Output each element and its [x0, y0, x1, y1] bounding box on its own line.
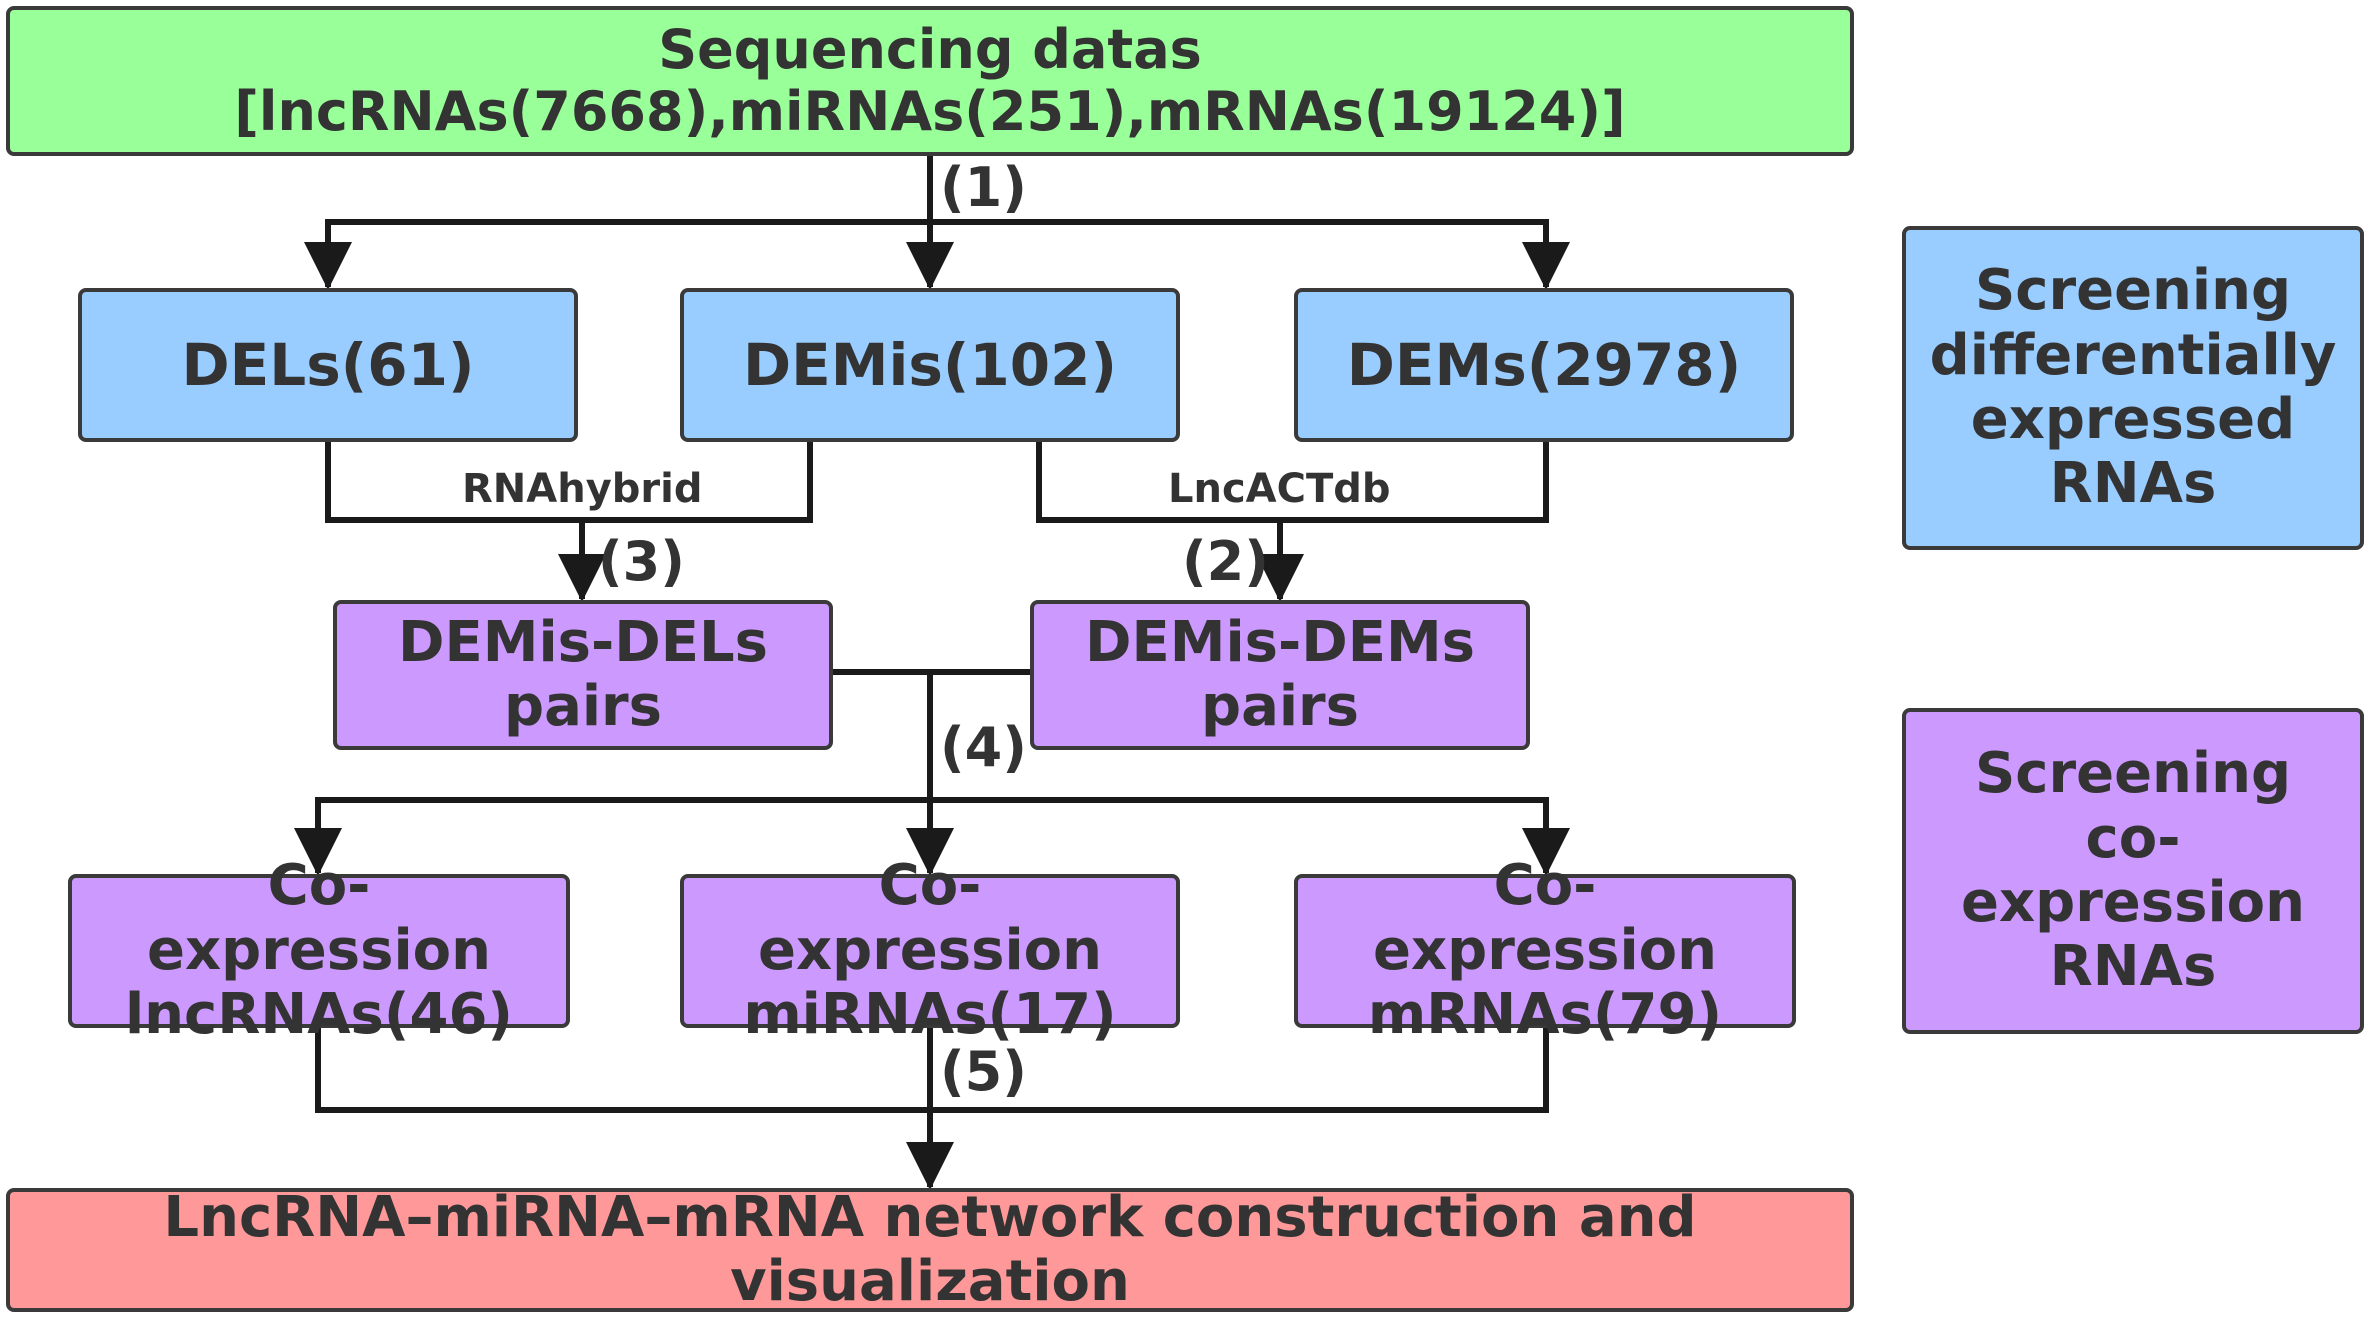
step-5-label: (5)	[940, 1040, 1027, 1103]
coexp-mirnas-box: Co-expression miRNAs(17)	[680, 854, 1180, 1047]
step-4-label: (4)	[940, 716, 1027, 779]
network-construction-text: LncRNA–miRNA–mRNA network construction a…	[163, 1184, 1697, 1314]
coexp-mirnas-text: Co-expression miRNAs(17)	[743, 853, 1117, 1048]
demis-box: DEMis(102)	[680, 288, 1180, 442]
demis-text: DEMis(102)	[743, 330, 1117, 399]
rnahybrid-label: RNAhybrid	[462, 466, 703, 512]
demis-dels-pairs-text: DEMis-DELs pairs	[398, 609, 768, 739]
legend-screening-de-box: Screening differentially expressed RNAs	[1902, 226, 2364, 550]
legend-screening-coexp-text: Screening co-expression RNAs	[1961, 741, 2305, 1000]
legend-screening-de-text: Screening differentially expressed RNAs	[1929, 258, 2337, 517]
step-3-label: (3)	[598, 530, 685, 593]
sequencing-data-box: Sequencing datas [lncRNAs(7668),miRNAs(2…	[6, 6, 1854, 156]
dels-box: DELs(61)	[78, 288, 578, 442]
dems-text: DEMs(2978)	[1346, 330, 1742, 399]
demis-dems-pairs-box: DEMis-DEMs pairs	[1030, 600, 1530, 750]
coexp-mrnas-text: Co-expression mRNAs(79)	[1367, 853, 1723, 1048]
sequencing-data-text: Sequencing datas [lncRNAs(7668),miRNAs(2…	[234, 17, 1626, 143]
lncactdb-label: LncACTdb	[1168, 466, 1391, 512]
network-construction-box: LncRNA–miRNA–mRNA network construction a…	[6, 1184, 1854, 1314]
step-1-label: (1)	[940, 156, 1027, 219]
step-2-label: (2)	[1182, 530, 1269, 593]
coexp-lncrnas-box: Co-expression lncRNAs(46)	[68, 854, 570, 1047]
coexp-mrnas-box: Co-expression mRNAs(79)	[1294, 854, 1796, 1047]
dems-box: DEMs(2978)	[1294, 288, 1794, 442]
demis-dels-pairs-box: DEMis-DELs pairs	[333, 600, 833, 750]
merge-dels-demis	[325, 437, 813, 523]
coexp-lncrnas-text: Co-expression lncRNAs(46)	[124, 853, 514, 1048]
demis-dems-pairs-text: DEMis-DEMs pairs	[1084, 609, 1476, 739]
dels-text: DELs(61)	[181, 330, 475, 399]
legend-screening-coexp-box: Screening co-expression RNAs	[1902, 708, 2364, 1034]
merge-demis-dems	[1036, 437, 1549, 523]
